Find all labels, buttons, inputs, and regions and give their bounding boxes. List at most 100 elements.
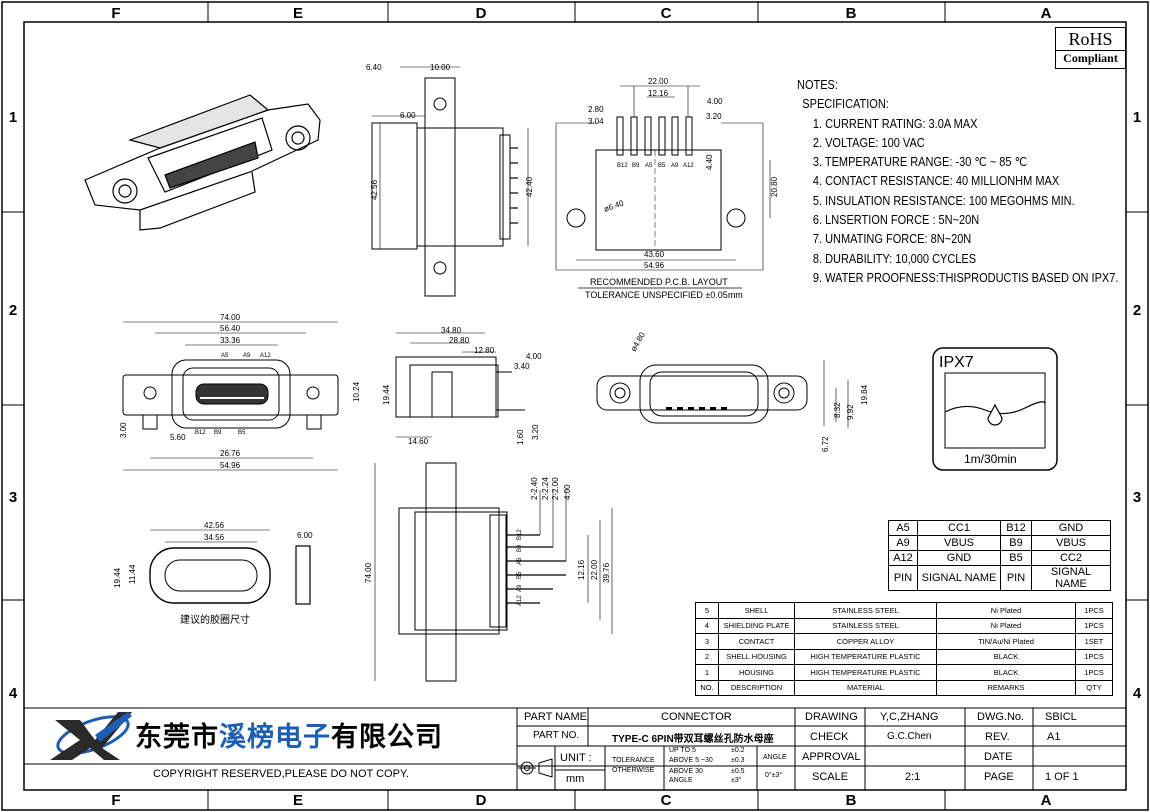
table-cell: B5: [1000, 550, 1032, 566]
table-row: 3 CONTACT COPPER ALLOY TIN/Au/Ni Plated …: [695, 633, 1113, 650]
pcb-dim-d10: 43.60: [644, 250, 665, 259]
side-view-dim-g: 14.60: [408, 437, 429, 446]
col-label-a-bottom: A: [1041, 792, 1052, 809]
front-view-dim-f: 5.60: [170, 433, 186, 442]
table-header-row: NO. DESCRIPTION MATERIAL REMARKS QTY: [695, 679, 1113, 696]
side-view-dim-h: 1.60: [516, 429, 525, 445]
table-cell: 1: [695, 664, 719, 681]
front-view: [122, 321, 339, 471]
col-label-d-bottom: D: [476, 792, 487, 809]
pcb-dim-d6: 3.04: [588, 117, 604, 126]
pcb-dim-d8: 20.80: [770, 176, 779, 197]
part-no-label: PART NO.: [533, 730, 580, 741]
row-label-2-right: 2: [1133, 302, 1141, 319]
front-view-dim-c: 33.36: [220, 336, 241, 345]
table-row: A9 VBUS B9 VBUS: [888, 535, 1111, 551]
row-label-4-right: 4: [1133, 685, 1142, 702]
long-view-pin-b5: B5: [517, 571, 523, 579]
long-view-pin-b9: B9: [517, 544, 523, 552]
long-view-dim-g: 39.76: [602, 562, 611, 583]
pcb-dim-d2: 12.16: [648, 89, 669, 98]
notes-heading: NOTES:: [797, 78, 838, 92]
pcb-pin-b5: B5: [658, 163, 666, 169]
side-view-dim-i: 3.20: [531, 424, 540, 440]
side-view-dim-c: 12.80: [474, 346, 495, 355]
long-view: [374, 462, 613, 682]
unit-label: UNIT :: [560, 752, 592, 764]
tol-row-value: ±0.2: [731, 747, 745, 754]
table-cell: VBUS: [1031, 535, 1111, 551]
front-view-pin-a12: A12: [260, 353, 271, 359]
note-item: 3. TEMPERATURE RANGE: -30 ℃ ~ 85 ℃: [812, 155, 1027, 170]
date-label: DATE: [984, 751, 1013, 763]
part-no-value: TYPE-C 6PIN带双耳螺丝孔防水母座: [612, 734, 774, 745]
note-item: 2. VOLTAGE: 100 VAC: [812, 135, 925, 150]
table-header-row: PIN SIGNAL NAME PIN SIGNAL NAME: [888, 565, 1111, 591]
col-label-f: F: [111, 5, 120, 22]
ipx7-badge: [932, 347, 1058, 471]
scale-value: 2:1: [905, 771, 921, 783]
long-view-pin-a12: A12: [517, 595, 523, 606]
company-name-part1: 东莞市: [135, 722, 219, 752]
page-label: PAGE: [984, 771, 1014, 783]
front-iso-dim-a: ø4.80: [629, 330, 647, 353]
table-cell: B9: [1000, 535, 1032, 551]
table-cell: QTY: [1075, 679, 1113, 696]
notes-subheading: SPECIFICATION:: [802, 97, 889, 112]
side-view: [395, 332, 525, 438]
long-view-pin-a9: A9: [517, 584, 523, 592]
projection-symbol: [518, 758, 553, 778]
col-label-a: A: [1041, 5, 1052, 22]
unit-value: mm: [566, 773, 585, 785]
table-cell: HIGH TEMPERATURE PLASTIC: [794, 664, 937, 681]
company-name-part3: 有限公司: [331, 722, 443, 752]
table-cell: SHIELDING PLATE: [718, 617, 795, 634]
gasket-label: 建议的胶圈尺寸: [180, 613, 250, 626]
row-label-1-right: 1: [1133, 109, 1141, 126]
col-label-e-bottom: E: [293, 792, 303, 809]
table-cell: CC1: [917, 520, 1001, 536]
table-cell: Ni Plated: [936, 602, 1076, 619]
table-row: 1 HOUSING HIGH TEMPERATURE PLASTIC BLACK…: [695, 664, 1113, 681]
table-cell: A5: [888, 520, 918, 536]
table-cell: 1PCS: [1075, 648, 1113, 665]
top-view-dim-c: 6.00: [400, 111, 416, 120]
col-label-d: D: [476, 5, 487, 22]
front-iso-dim-b: 8.32: [833, 402, 842, 418]
note-item: 1. CURRENT RATING: 3.0A MAX: [812, 116, 978, 131]
col-label-e: E: [293, 5, 303, 22]
row-label-3-right: 3: [1133, 489, 1141, 506]
front-iso-dim-d: 19.84: [860, 384, 869, 405]
rohs-title: RoHS: [1068, 29, 1113, 49]
note-item: 7. UNMATING FORCE: 8N~20N: [812, 232, 972, 247]
top-view-dim-e: 42.40: [525, 176, 534, 197]
row-label-1: 1: [9, 109, 17, 126]
gasket-view: [149, 529, 311, 605]
drawing-label: DRAWING: [805, 711, 858, 723]
side-view-dim-a: 34.80: [441, 326, 462, 335]
front-view-dim-g: 26.76: [220, 449, 241, 458]
tolerance-label: TOLERANCE: [612, 757, 655, 764]
front-view-pin-a5: A5: [221, 353, 229, 359]
front-view-dim-d: 10.24: [352, 381, 361, 402]
front-iso-dim-c: 9.92: [846, 404, 855, 420]
rohs-badge: RoHS Compliant: [1055, 27, 1126, 69]
front-iso-dim-e: 6.72: [821, 436, 830, 452]
company-name: 东莞市溪榜电子有限公司: [135, 715, 443, 754]
pcb-pin-a12: A12: [683, 163, 694, 169]
page-value: 1 OF 1: [1045, 771, 1079, 783]
table-cell: 1PCS: [1075, 617, 1113, 634]
company-name-part2: 溪榜电子: [219, 722, 331, 752]
table-cell: TIN/Au/Ni Plated: [936, 633, 1076, 650]
note-item: 4. CONTACT RESISTANCE: 40 MILLIONHM MAX: [812, 174, 1060, 189]
col-label-c: C: [661, 5, 672, 22]
top-view-dim-d: 42.56: [370, 179, 379, 200]
gasket-dim-a: 42.56: [204, 521, 225, 530]
col-label-b: B: [846, 5, 857, 22]
table-cell: SIGNAL NAME: [1031, 565, 1111, 591]
tol-row-value: ±0.5: [731, 768, 745, 775]
tol-row-label: UP TO 5: [669, 747, 696, 754]
table-cell: 3: [695, 633, 719, 650]
table-row: A5 CC1 B12 GND: [888, 520, 1111, 536]
